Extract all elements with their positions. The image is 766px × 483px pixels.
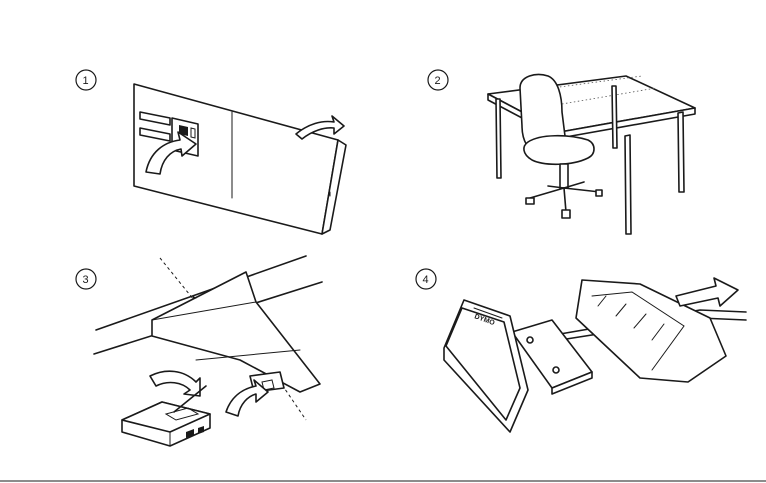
- step-badge-1: 1: [76, 70, 96, 90]
- desk-chair-icon: [488, 75, 695, 235]
- step-4-panel: 4 DYMO: [416, 269, 746, 432]
- device-slide-icon: DYMO: [444, 278, 746, 432]
- step-number-3: 3: [83, 274, 89, 286]
- step-badge-3: 3: [76, 269, 96, 289]
- step-2-panel: 2: [428, 70, 695, 234]
- desk-mount-icon: [94, 256, 322, 446]
- step-3-panel: 3: [76, 256, 322, 446]
- step-number-4: 4: [423, 274, 429, 286]
- step-1-panel: 1: [76, 70, 346, 234]
- step-badge-4: 4: [416, 269, 436, 289]
- step-badge-2: 2: [428, 70, 448, 90]
- step-number-2: 2: [435, 75, 441, 87]
- wall-panel-icon: [134, 84, 346, 234]
- step-number-1: 1: [83, 75, 89, 87]
